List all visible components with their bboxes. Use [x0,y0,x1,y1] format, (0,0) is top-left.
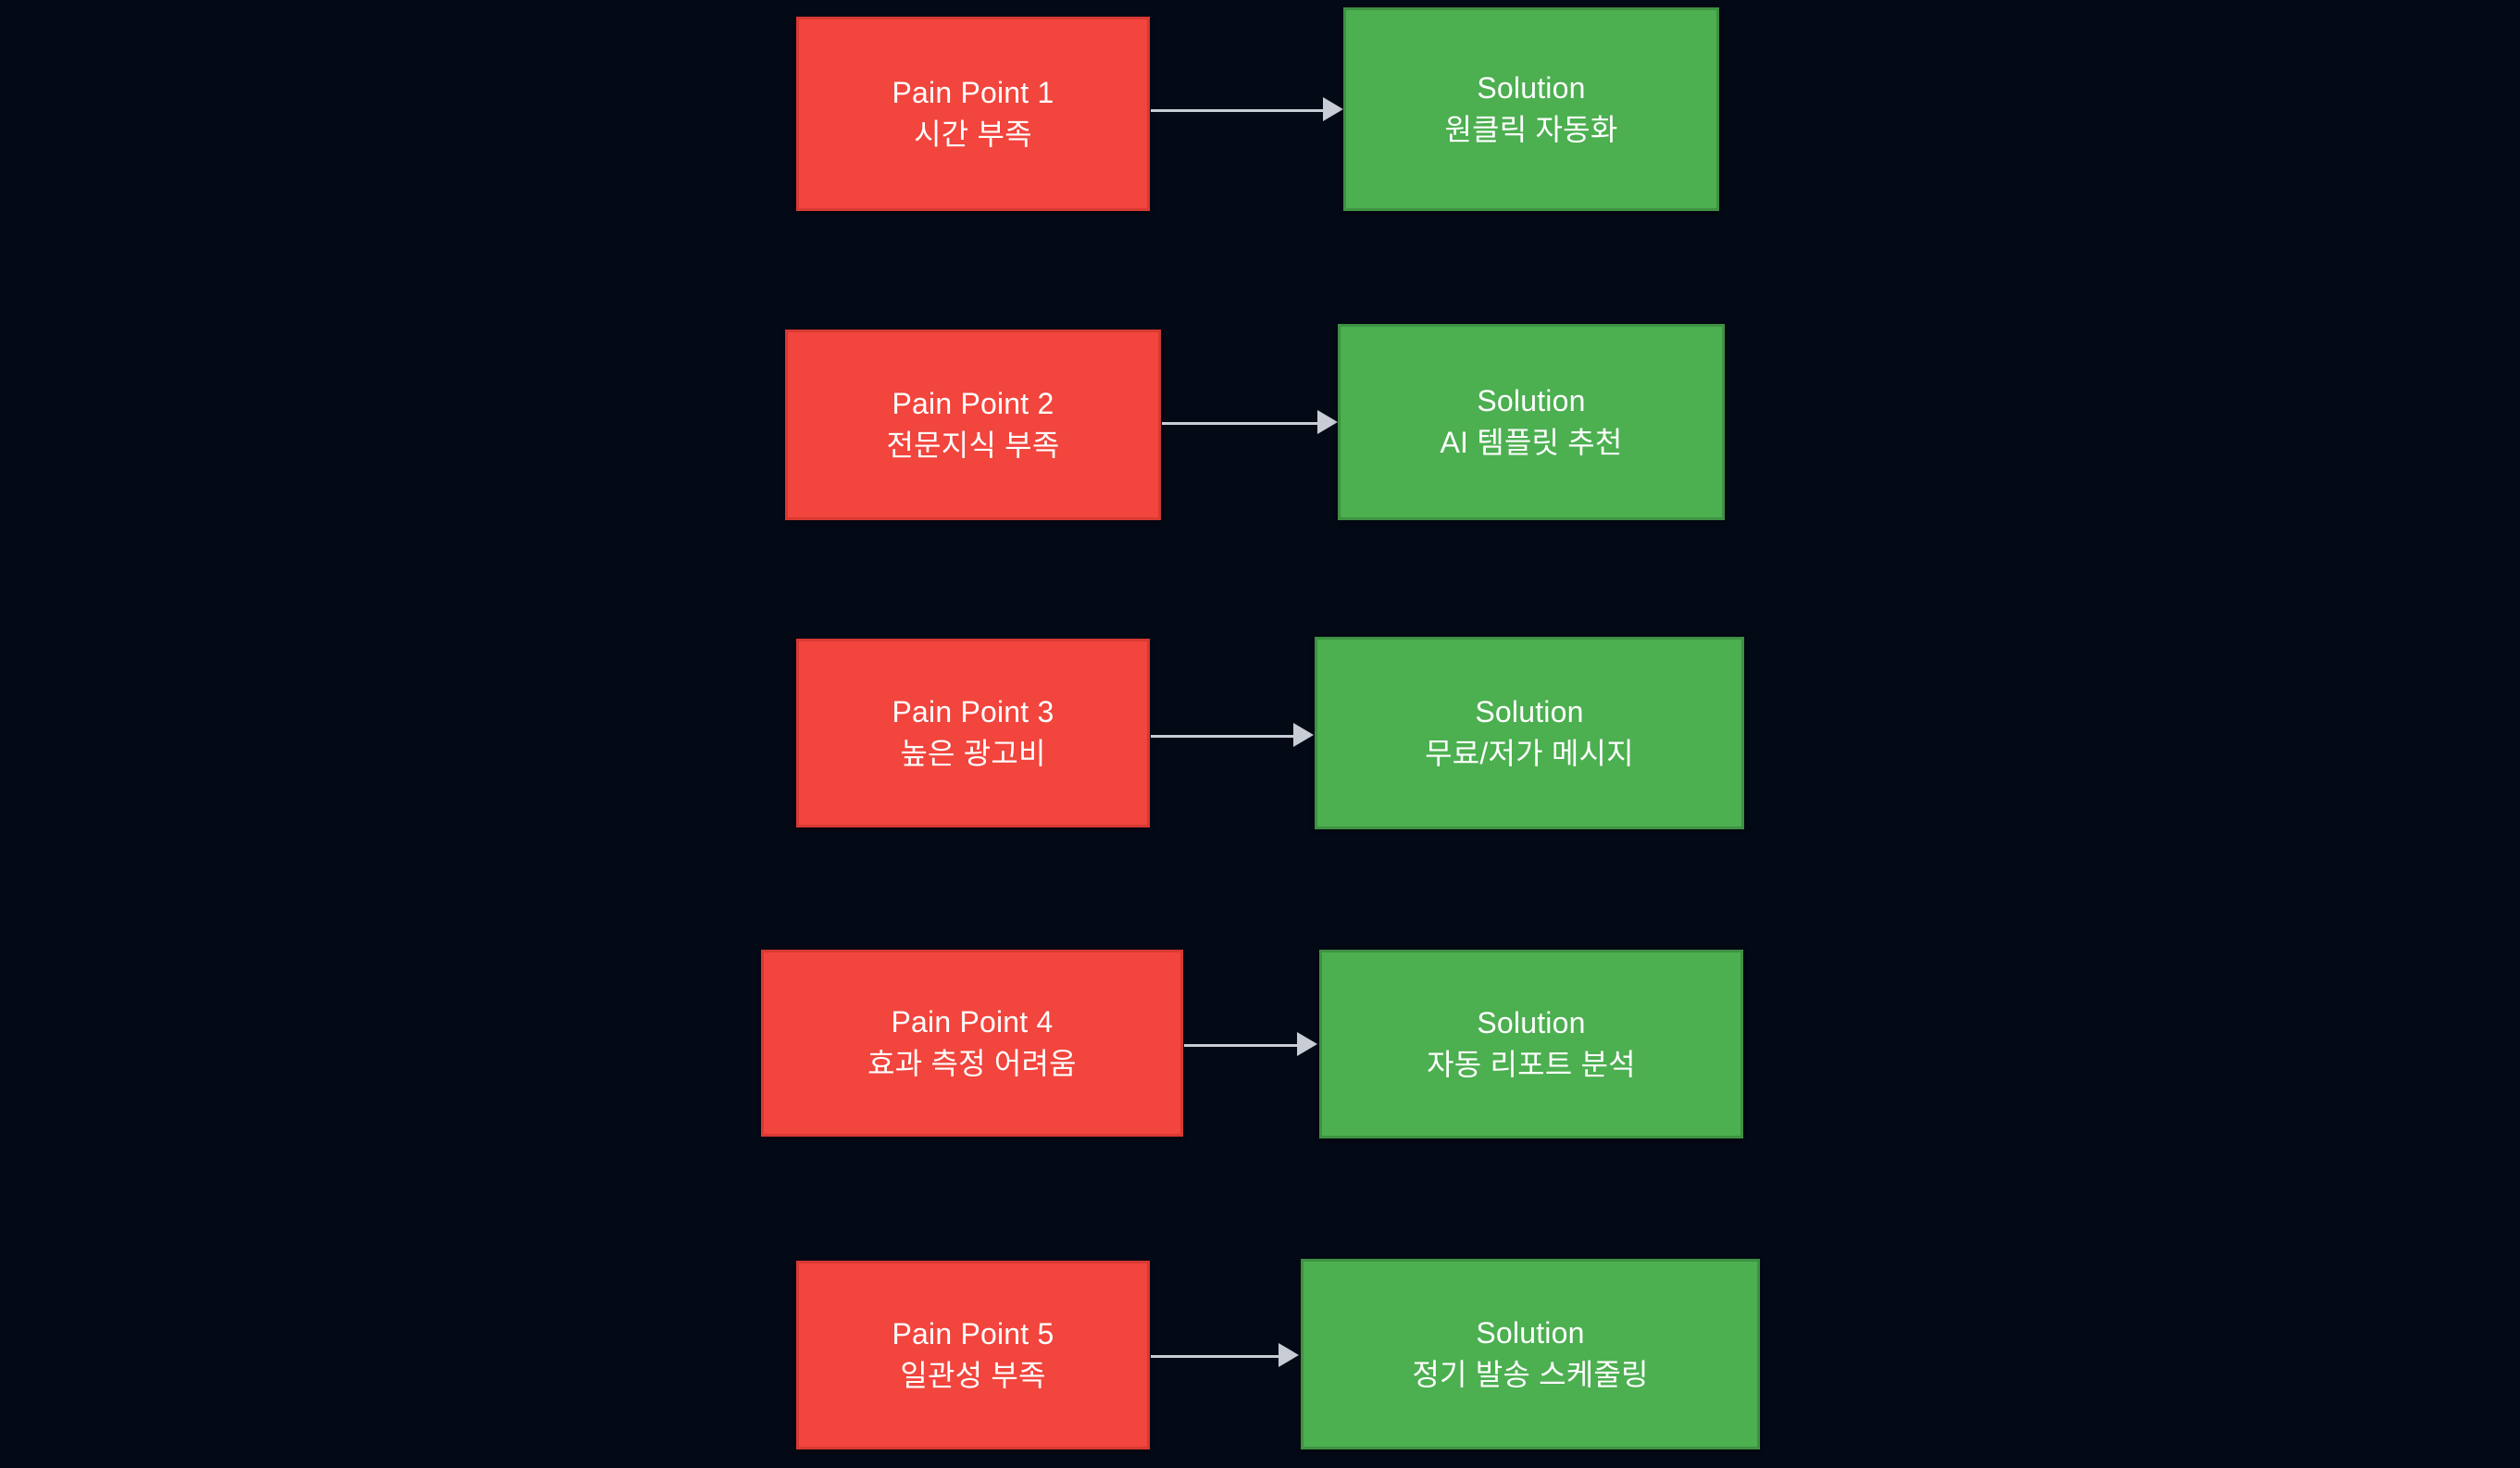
pain-point-detail-2: 전문지식 부족 [886,429,1060,462]
solution-title-2: Solution [1477,383,1586,417]
solution-detail-5: 정기 발송 스케줄링 [1412,1358,1649,1391]
arrow-line-4 [1184,1044,1299,1047]
pain-point-node-1[interactable]: Pain Point 1 시간 부족 [796,17,1150,211]
pain-point-title-4: Pain Point 4 [891,1004,1054,1039]
solution-node-5[interactable]: Solution 정기 발송 스케줄링 [1301,1259,1760,1449]
solution-detail-4: 자동 리포트 분석 [1427,1048,1636,1081]
pain-point-node-3[interactable]: Pain Point 3 높은 광고비 [796,639,1150,827]
arrow-right-icon-5 [1279,1343,1299,1367]
arrow-right-icon-4 [1297,1032,1317,1056]
arrow-line-3 [1151,735,1295,738]
pain-point-title-5: Pain Point 5 [892,1316,1054,1350]
pain-point-detail-5: 일관성 부족 [900,1359,1046,1392]
arrow-right-icon-1 [1323,97,1343,121]
solution-detail-3: 무료/저가 메시지 [1425,737,1634,770]
solution-title-5: Solution [1476,1315,1585,1350]
arrow-line-1 [1151,109,1325,112]
arrow-line-2 [1162,422,1319,425]
solution-node-4[interactable]: Solution 자동 리포트 분석 [1319,950,1743,1138]
solution-node-2[interactable]: Solution AI 템플릿 추천 [1338,324,1725,520]
arrow-right-icon-3 [1293,723,1314,747]
pain-point-title-1: Pain Point 1 [892,75,1054,109]
arrow-line-5 [1151,1355,1280,1358]
pain-point-title-3: Pain Point 3 [892,694,1054,728]
solution-node-3[interactable]: Solution 무료/저가 메시지 [1315,637,1744,829]
pain-point-detail-4: 효과 측정 어려움 [867,1047,1077,1080]
solution-title-3: Solution [1475,694,1584,728]
pain-point-title-2: Pain Point 2 [892,386,1054,420]
solution-detail-1: 원클릭 자동화 [1444,113,1618,146]
pain-point-detail-3: 높은 광고비 [900,737,1046,770]
solution-title-4: Solution [1477,1005,1586,1039]
pain-point-node-2[interactable]: Pain Point 2 전문지식 부족 [785,330,1161,520]
pain-point-detail-1: 시간 부족 [914,118,1032,151]
solution-detail-2: AI 템플릿 추천 [1440,426,1623,459]
solution-node-1[interactable]: Solution 원클릭 자동화 [1343,7,1719,211]
solution-title-1: Solution [1477,70,1586,105]
pain-point-node-4[interactable]: Pain Point 4 효과 측정 어려움 [761,950,1183,1137]
arrow-right-icon-2 [1317,410,1338,434]
pain-point-node-5[interactable]: Pain Point 5 일관성 부족 [796,1261,1150,1449]
